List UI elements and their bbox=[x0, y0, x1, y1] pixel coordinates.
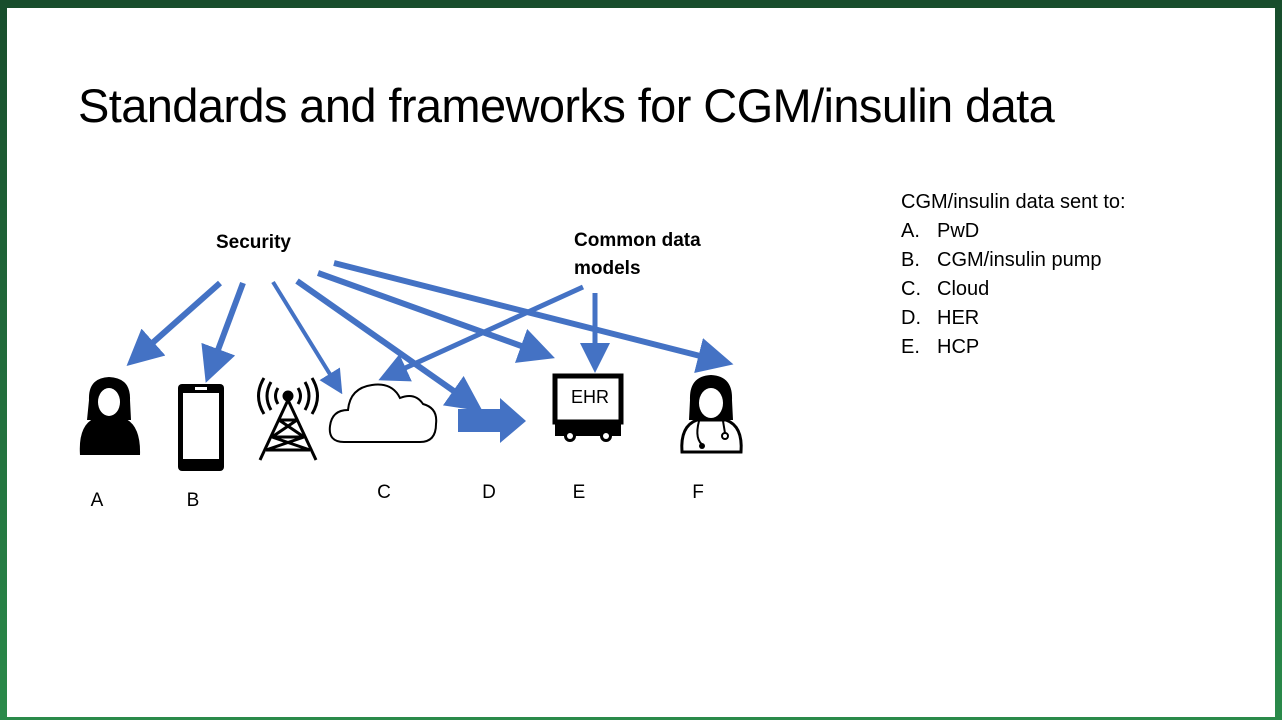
smartphone-icon bbox=[178, 384, 224, 471]
legend-key: A. bbox=[901, 220, 920, 242]
ehr-monitor-icon bbox=[552, 373, 624, 442]
doctor-icon bbox=[680, 375, 743, 454]
legend-text: PwD bbox=[937, 220, 980, 242]
cdm-label-line1: Common data bbox=[574, 230, 701, 251]
cdm-label-line2: models bbox=[574, 258, 641, 279]
security-arrow-to-b bbox=[201, 281, 246, 383]
security-arrow-to-e bbox=[316, 270, 555, 363]
legend-item: C. Cloud bbox=[901, 275, 1126, 304]
node-letter-c: C bbox=[377, 482, 391, 503]
node-letter-f: F bbox=[692, 482, 704, 503]
legend-item: E. HCP bbox=[901, 333, 1126, 362]
node-letter-a: A bbox=[90, 490, 104, 511]
legend-text: HCP bbox=[937, 336, 980, 358]
legend-text: CGM/insulin pump bbox=[937, 249, 1102, 271]
legend-item: B. CGM/insulin pump bbox=[901, 246, 1126, 275]
legend-key: E. bbox=[901, 336, 920, 358]
legend-key: D. bbox=[901, 307, 921, 329]
security-label: Security bbox=[216, 232, 291, 253]
legend-text: HER bbox=[937, 307, 980, 329]
legend-item: D. HER bbox=[901, 304, 1126, 333]
security-arrows bbox=[126, 260, 734, 412]
legend-key: C. bbox=[901, 278, 921, 300]
node-letter-d: D bbox=[482, 482, 496, 503]
cdm-arrow-to-cloud bbox=[378, 284, 585, 382]
slide-title: Standards and frameworks for CGM/insulin… bbox=[78, 79, 1055, 132]
legend-heading: CGM/insulin data sent to: bbox=[901, 191, 1126, 213]
node-letter-e: E bbox=[572, 482, 586, 503]
node-letter-b: B bbox=[186, 490, 200, 511]
legend: CGM/insulin data sent to: A. PwD B. CGM/in… bbox=[901, 188, 1126, 362]
ehr-text: EHR bbox=[571, 387, 609, 407]
block-arrow-icon bbox=[458, 398, 526, 443]
cdm-arrows bbox=[378, 284, 610, 382]
legend-key: B. bbox=[901, 249, 920, 271]
cloud-icon bbox=[328, 383, 438, 443]
security-arrow-to-d bbox=[295, 278, 483, 412]
legend-text: Cloud bbox=[937, 278, 990, 300]
security-arrow-to-a bbox=[126, 280, 222, 366]
legend-item: A. PwD bbox=[901, 217, 1126, 246]
cell-tower-icon bbox=[257, 377, 319, 461]
security-arrow-to-tower bbox=[271, 280, 343, 395]
person-woman-icon bbox=[79, 377, 141, 455]
